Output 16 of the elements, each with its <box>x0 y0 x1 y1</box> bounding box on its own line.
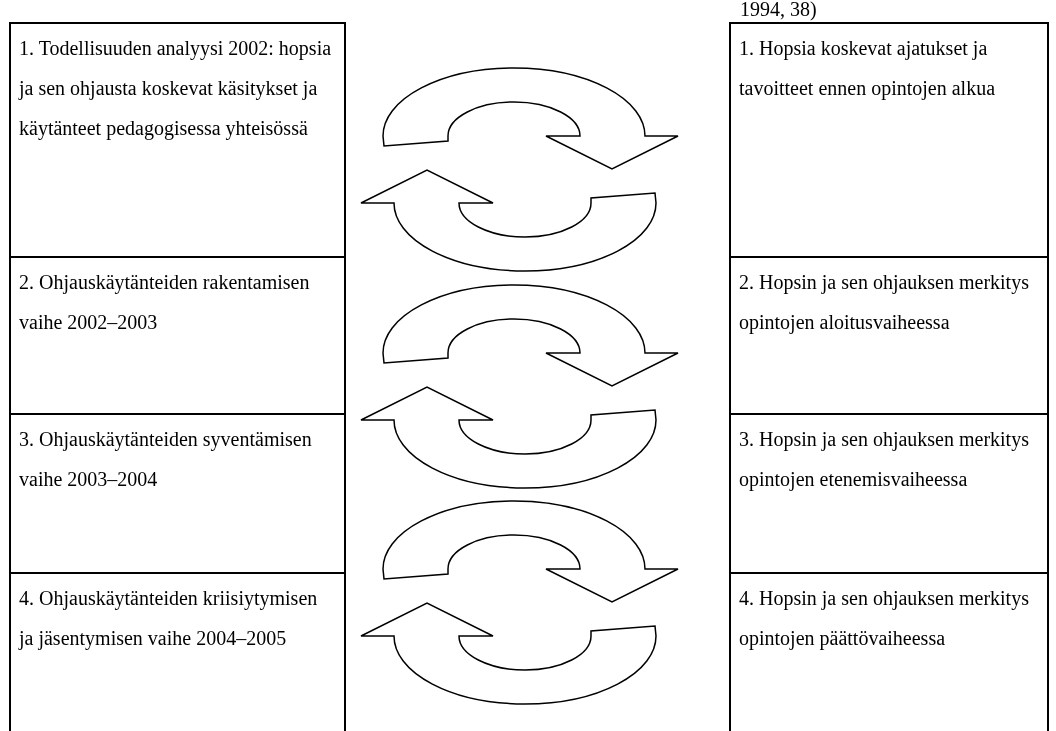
stage-text: 1. Hopsia koskevat ajatukset ja tavoitteet ennen opintojen alkua <box>739 36 997 102</box>
stage-box <box>729 256 1049 414</box>
stage-box <box>9 572 346 731</box>
stage-text: 3. Ohjauskäytänteiden syventämisen vaihe 2003–2004 <box>19 427 313 493</box>
stage-box <box>9 256 346 414</box>
stage-text: 4. Hopsin ja sen ohjauksen merkitys opintojen päättövaiheessa <box>739 586 1030 652</box>
stage-box <box>729 413 1049 573</box>
stage-text: 1. Todellisuuden analyysi 2002: hopsia ja sen ohjausta koskevat käsitykset ja käytänteet pedagogisessa yhteisössä <box>19 36 333 142</box>
stage-box <box>729 572 1049 731</box>
stage-box <box>729 22 1049 257</box>
stage-text: 4. Ohjauskäytänteiden kriisiytymisen ja jäsentymisen vaihe 2004–2005 <box>19 586 319 652</box>
stage-text: 3. Hopsin ja sen ohjauksen merkitys opintojen etenemisvaiheessa <box>739 427 1030 493</box>
stage-text: 2. Hopsin ja sen ohjauksen merkitys opintojen aloitusvaiheessa <box>739 270 1030 336</box>
stage-text: 2. Ohjauskäytänteiden rakentamisen vaihe 2002–2003 <box>19 270 311 336</box>
stage-box <box>9 413 346 573</box>
stage-box <box>9 22 346 257</box>
